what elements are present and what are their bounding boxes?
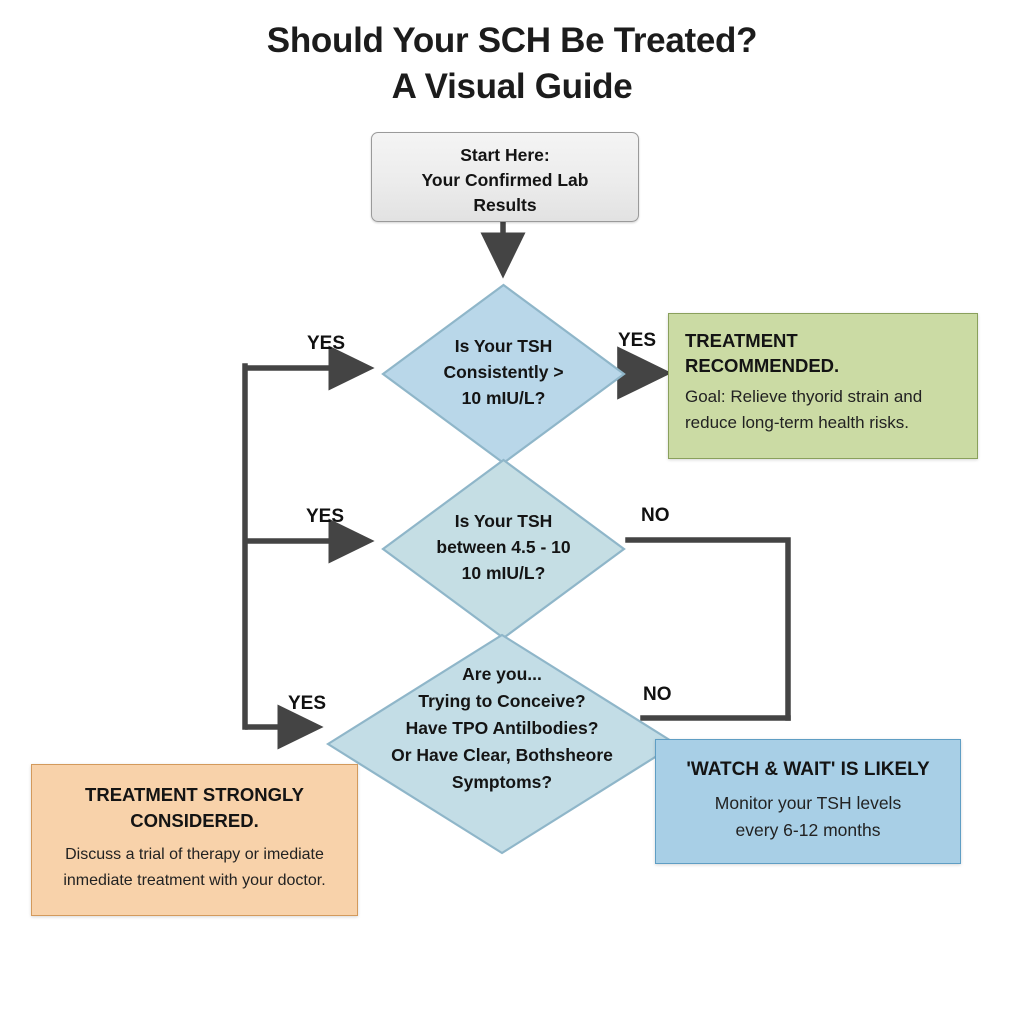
outcome-green-body: Goal: Relieve thyorid strain and reduce … [685,384,967,436]
edge-label-yes-decision3: YES [288,693,327,714]
node-decision-2-line-3: 10 mIU/L? [461,563,546,583]
node-outcome-watch-and-wait[interactable]: 'WATCH & WAIT' IS LIKELY Monitor your TS… [655,739,961,864]
node-outcome-treatment-recommended[interactable]: TREATMENT RECOMMENDED. Goal: Relieve thy… [668,313,978,459]
outcome-blue-body: Monitor your TSH levels every 6-12 month… [664,790,952,844]
outcome-orange-heading-line-1: TREATMENT STRONGLY [85,784,304,805]
node-decision-3-line-2: Trying to Conceive? [418,691,586,711]
edge-label-no-decision3: NO [643,684,672,705]
outcome-green-body-line-1: Goal: Relieve thyorid strain and [685,387,923,406]
outcome-orange-body-line-2: inmediate treatment with your doctor. [63,872,326,889]
title-line-1: Should Your SCH Be Treated? [266,21,758,60]
outcome-orange-body-line-1: Discuss a trial of therapy or imediate [65,846,324,863]
node-decision-tsh-over-10[interactable]: Is Your TSH Consistently > 10 mIU/L? [381,283,626,465]
node-start-line-2: Your Confirmed Lab [421,170,589,190]
node-decision-1-line-3: 10 mIU/L? [461,388,546,408]
outcome-green-body-line-2: reduce long-term health risks. [685,413,909,432]
outcome-green-heading-line-1: TREATMENT [685,330,798,351]
node-start-line-3: Results [473,195,537,215]
node-decision-risk-factors[interactable]: Are you... Trying to Conceive? Have TPO … [326,633,678,855]
node-decision-2-text: Is Your TSH between 4.5 - 10 10 mIU/L? [381,508,626,586]
node-decision-1-line-1: Is Your TSH [454,336,553,356]
node-decision-tsh-4-5-to-10[interactable]: Is Your TSH between 4.5 - 10 10 mIU/L? [381,458,626,640]
node-decision-1-line-2: Consistently > [443,362,564,382]
node-start-text: Start Here: Your Confirmed Lab Results [372,143,638,218]
outcome-blue-body-line-1: Monitor your TSH levels [714,793,902,813]
outcome-green-heading: TREATMENT RECOMMENDED. [685,328,967,378]
node-outcome-treatment-strongly-considered[interactable]: TREATMENT STRONGLY CONSIDERED. Discuss a… [31,764,358,916]
node-decision-3-line-1: Are you... [462,664,542,684]
title-line-2: A Visual Guide [391,67,633,106]
outcome-orange-heading: TREATMENT STRONGLY CONSIDERED. [44,782,345,834]
outcome-blue-body-line-2: every 6-12 months [735,820,881,840]
node-decision-3-text: Are you... Trying to Conceive? Have TPO … [326,661,678,796]
node-decision-3-line-5: Symptoms? [451,772,553,792]
node-start-line-1: Start Here: [460,145,550,165]
outcome-blue-heading: 'WATCH & WAIT' IS LIKELY [686,759,930,780]
node-decision-2-line-1: Is Your TSH [454,511,553,531]
edge-label-no-decision2: NO [641,505,670,526]
page-title: Should Your SCH Be Treated? A Visual Gui… [0,18,1024,110]
node-decision-3-line-4: Or Have Clear, Bothsheore [391,745,613,765]
node-start[interactable]: Start Here: Your Confirmed Lab Results [371,132,639,222]
node-decision-1-text: Is Your TSH Consistently > 10 mIU/L? [381,333,626,411]
outcome-orange-body: Discuss a trial of therapy or imediate i… [42,842,347,894]
node-decision-3-line-3: Have TPO Antilbodies? [405,718,599,738]
edge-label-yes-decision2: YES [306,506,345,527]
diamond-shape-3 [326,633,678,855]
node-decision-2-line-2: between 4.5 - 10 [436,537,571,557]
edge-label-yes-decision1: YES [307,333,346,354]
edge-label-yes-green: YES [618,330,657,351]
outcome-orange-heading-line-2: CONSIDERED. [130,810,259,831]
outcome-green-heading-line-2: RECOMMENDED. [685,355,840,376]
